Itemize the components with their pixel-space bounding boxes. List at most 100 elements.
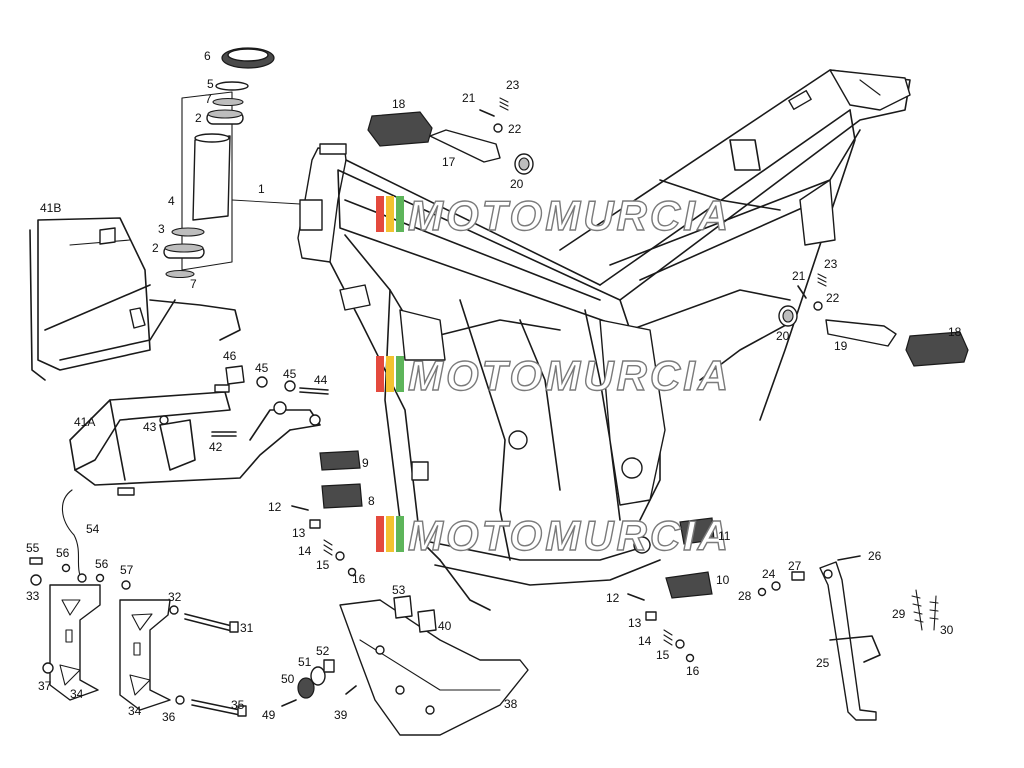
callout-43: 43	[143, 420, 157, 434]
part-14-spring-right	[663, 629, 673, 646]
skid-plate-hardware	[281, 595, 437, 707]
part-30-spring	[929, 595, 939, 631]
part-7-seal-lower	[165, 269, 195, 279]
front-guard-41b	[29, 217, 241, 381]
callout-19: 19	[834, 339, 848, 353]
callout-14: 14	[638, 634, 652, 648]
part-23-spring-lower	[817, 273, 827, 287]
steering-bearing-stack	[163, 47, 301, 279]
part-56-washer-left	[61, 563, 71, 573]
callout-52: 52	[316, 644, 330, 658]
callout-29: 29	[892, 607, 906, 621]
part-44-bolt	[299, 387, 329, 395]
part-54-cable	[61, 489, 87, 583]
part-22-washer-upper	[493, 123, 503, 133]
part-13-pin	[309, 519, 321, 529]
callout-3: 3	[158, 222, 165, 236]
part-14-spring	[323, 539, 333, 556]
callout-56: 56	[56, 546, 70, 560]
callout-15: 15	[316, 558, 330, 572]
part-49-bolt	[281, 699, 297, 707]
callout-8: 8	[368, 494, 375, 508]
part-29-spring	[911, 589, 924, 631]
callout-32: 32	[168, 590, 182, 604]
part-12-pin-right	[627, 593, 645, 601]
callout-22: 22	[508, 122, 522, 136]
callout-14: 14	[298, 544, 312, 558]
part-9-rubber	[319, 450, 361, 471]
callout-23: 23	[824, 257, 838, 271]
callout-11: 11	[718, 529, 731, 543]
part-43-bushing	[159, 415, 169, 425]
callout-40: 40	[438, 619, 452, 633]
part-16-clip-right	[685, 653, 695, 663]
watermark-text-middle: MOTOMURCIA	[408, 352, 731, 399]
callout-31: 31	[240, 621, 254, 635]
part-55-bolt	[29, 557, 43, 565]
callout-15: 15	[656, 648, 670, 662]
front-footrest-left	[291, 450, 363, 577]
callout-38: 38	[504, 697, 518, 711]
callout-18: 18	[392, 97, 406, 111]
callout-33: 33	[26, 589, 40, 603]
front-guard-41a	[69, 384, 321, 496]
callout-39: 39	[334, 708, 348, 722]
part-2-bearing-lower	[163, 243, 205, 259]
callout-37: 37	[38, 679, 52, 693]
part-5-washer	[215, 81, 249, 91]
part-16-clip	[347, 567, 357, 577]
callout-10: 10	[716, 573, 730, 587]
part-50-mount	[297, 677, 315, 699]
part-31-bolt	[184, 613, 239, 633]
front-footrest-right	[627, 517, 715, 663]
part-13-pin-right	[645, 611, 657, 621]
callout-9: 9	[362, 456, 369, 470]
callout-35: 35	[231, 698, 245, 712]
part-22-washer-lower	[813, 301, 823, 311]
callout-6: 6	[204, 49, 211, 63]
callout-12: 12	[606, 591, 620, 605]
callout-57: 57	[120, 563, 134, 577]
callout-51: 51	[298, 655, 312, 669]
callout-12: 12	[268, 500, 282, 514]
callout-45: 45	[255, 361, 269, 375]
part-21-pin-upper	[479, 109, 495, 117]
callout-34: 34	[70, 687, 84, 701]
callout-labels: 6 5 7 2 4 3 2 7 1 41B 18 17 21 23 22 20 …	[26, 49, 962, 724]
part-18-rubber-lower	[905, 331, 969, 367]
part-56-washer-right	[95, 573, 105, 583]
callout-7: 7	[205, 92, 212, 106]
callout-24: 24	[762, 567, 776, 581]
callout-27: 27	[788, 559, 802, 573]
part-10-footrest	[665, 571, 713, 599]
part-33-nut	[30, 574, 42, 586]
engine-mount-plates	[29, 489, 247, 717]
part-24-washer	[771, 581, 781, 591]
callout-30: 30	[940, 623, 954, 637]
small-brackets-left	[159, 365, 329, 437]
part-45-washer-b	[284, 380, 296, 392]
watermark-middle: MOTOMURCIA	[376, 351, 731, 400]
part-27-spacer	[791, 571, 805, 581]
rear-footrest-upper	[367, 97, 534, 175]
callout-13: 13	[292, 526, 306, 540]
part-53-bracket	[393, 595, 413, 619]
part-42-bolt	[211, 431, 237, 437]
part-11-rubber	[679, 517, 715, 545]
part-40-bracket	[417, 609, 437, 633]
callout-28: 28	[738, 589, 752, 603]
part-46-bracket	[225, 365, 245, 385]
callout-17: 17	[442, 155, 456, 169]
part-39-bolt	[345, 685, 357, 695]
watermark-text-bottom: MOTOMURCIA	[408, 512, 731, 559]
side-stand-25	[757, 555, 939, 721]
part-35-bolt	[191, 699, 247, 717]
part-37-nut	[42, 662, 54, 674]
callout-5: 5	[207, 77, 214, 91]
callout-21: 21	[792, 269, 806, 283]
skid-plate-38	[339, 599, 529, 736]
callout-13: 13	[628, 616, 642, 630]
part-15-washer-right	[675, 639, 685, 649]
part-19-footrest	[825, 319, 897, 347]
part-20-bushing-lower	[778, 305, 798, 327]
